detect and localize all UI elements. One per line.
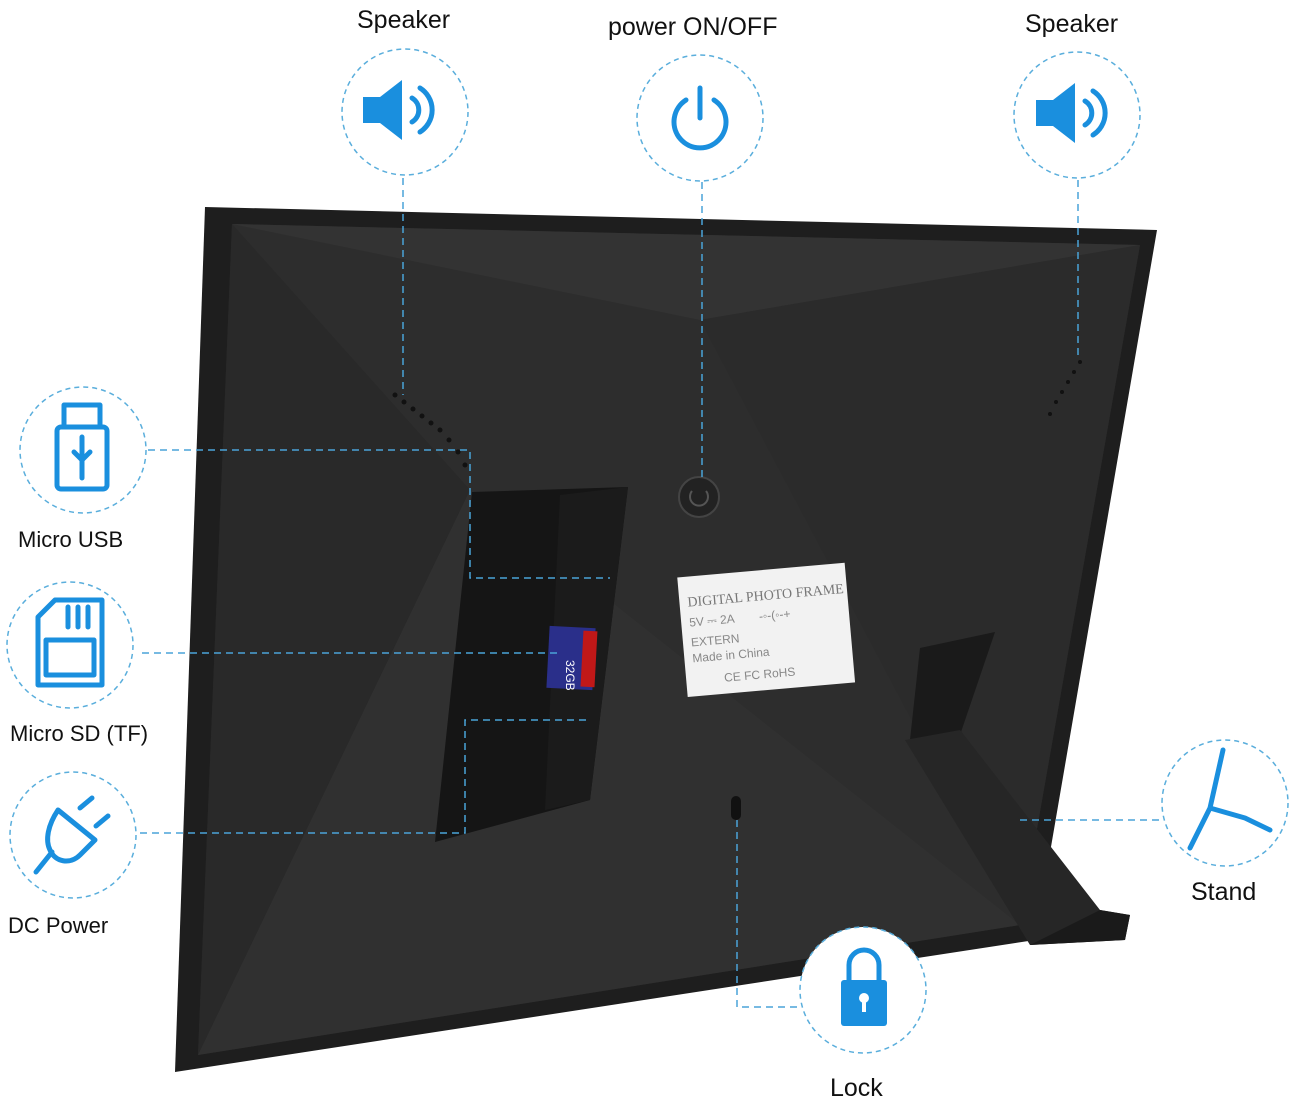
leader-lines <box>140 178 1160 1008</box>
callout-label: Micro USB <box>18 527 123 552</box>
micro-sd-card: 32GB <box>546 625 598 691</box>
rating-label-polarity: -◦-(◦-+ <box>758 607 791 624</box>
plug-icon <box>33 795 111 875</box>
rating-label-marks: CE FC RoHS <box>724 665 796 685</box>
callout-dc-power: DC Power <box>8 771 137 938</box>
sd-card-capacity: 32GB <box>563 660 577 691</box>
rating-label: DIGITAL PHOTO FRAME 5V ⎓ 2A -◦-(◦-+ EXTE… <box>677 562 856 697</box>
callout-label: Stand <box>1191 878 1256 906</box>
rating-label-origin: Made in China <box>692 645 771 666</box>
usb-icon <box>54 402 110 492</box>
callout-label: DC Power <box>8 913 108 938</box>
stand-icon <box>1187 747 1273 851</box>
callout-stand: Stand <box>1161 739 1289 906</box>
callout-lock: Lock <box>799 926 927 1102</box>
speaker-icon <box>363 80 435 140</box>
callout-micro-usb: Micro USB <box>18 386 147 552</box>
sd-card-icon <box>35 597 105 688</box>
callout-micro-sd: Micro SD (TF) <box>6 581 148 746</box>
callout-label: Speaker <box>357 6 450 34</box>
callout-speaker-left: Speaker <box>341 6 469 176</box>
callout-label: Micro SD (TF) <box>10 721 148 746</box>
rating-label-rating: 5V ⎓ 2A <box>689 612 736 630</box>
stand <box>905 632 1130 945</box>
rating-label-extern: EXTERN <box>690 631 740 649</box>
lock-icon <box>841 947 887 1026</box>
power-icon <box>671 85 729 151</box>
callout-label: power ON/OFF <box>608 13 777 41</box>
callout-label: Speaker <box>1025 10 1118 38</box>
power-button <box>678 476 720 518</box>
callout-speaker-right: Speaker <box>1013 10 1141 179</box>
speaker-grille-right <box>1048 360 1082 416</box>
lock-slot <box>731 796 741 820</box>
speaker-grille-left <box>392 392 468 468</box>
speaker-icon <box>1036 83 1108 143</box>
callout-label: Lock <box>830 1074 883 1102</box>
callout-power: power ON/OFF <box>608 13 777 182</box>
photo-frame-back <box>175 207 1157 1072</box>
